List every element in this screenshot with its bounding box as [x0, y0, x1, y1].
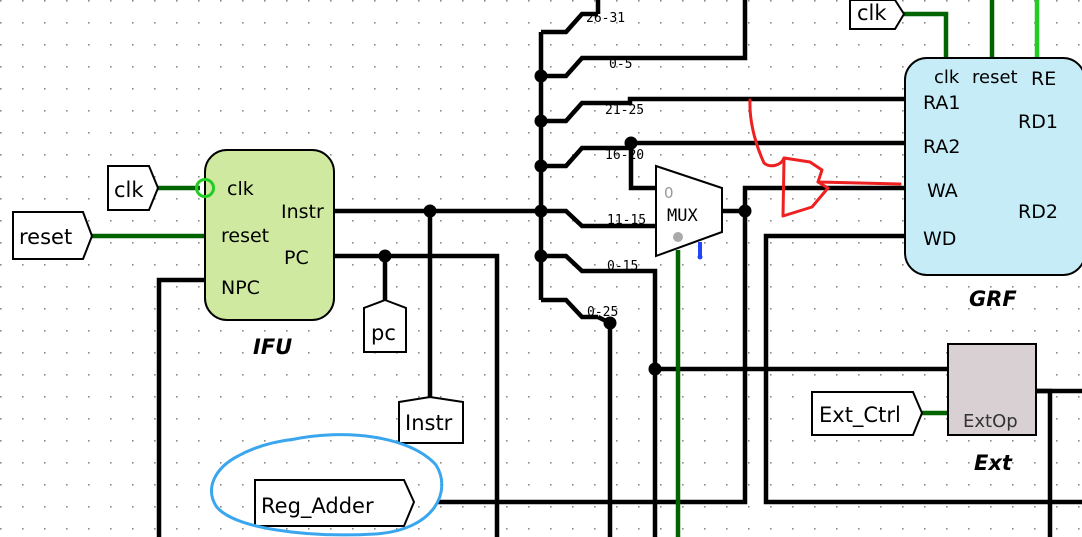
- mux-input-0-label: 0: [664, 184, 674, 202]
- grf-port-re: RE: [1031, 68, 1056, 90]
- grf-port-ra1: RA1: [923, 92, 961, 114]
- junctions: [378, 69, 752, 376]
- splitter-label: 11-15: [607, 213, 646, 228]
- splitter-label: 26-31: [586, 11, 625, 26]
- wd-wire: [763, 233, 1082, 505]
- probe-reg-adder[interactable]: Reg_Adder: [254, 479, 416, 527]
- probe-pc[interactable]: pc: [363, 298, 407, 353]
- grf-label: GRF: [969, 287, 1017, 311]
- mux-in0-wire: [628, 143, 656, 191]
- ifu-port-instr: Instr: [281, 201, 324, 223]
- pin-reset-label: reset: [19, 225, 72, 249]
- junction-dot: [378, 249, 392, 263]
- ext-out-down-wire: [1036, 388, 1053, 537]
- pin-clk-left[interactable]: clk: [107, 165, 160, 211]
- probe-instr[interactable]: Instr: [398, 395, 464, 444]
- junction-dot: [738, 204, 752, 218]
- wa-wire: [742, 185, 905, 211]
- red-box-annotation: [781, 158, 830, 218]
- ifu-component[interactable]: clk reset NPC Instr PC IFU: [195, 149, 335, 359]
- blue-annotation: [210, 433, 444, 537]
- splitter-labels: 26-31 0-5 21-25 16-20 11-15 0-15 0-25: [586, 11, 646, 320]
- grf-port-rd1: RD1: [1018, 111, 1058, 133]
- mux-component[interactable]: 0 MUX: [655, 164, 723, 260]
- reg-adder-wire: [438, 211, 748, 505]
- red-curve-annotation: [748, 98, 786, 168]
- ext-label: Ext: [974, 451, 1013, 475]
- red-arrow-annotation: [782, 156, 902, 186]
- mux-select-dot: [673, 232, 683, 242]
- grf-port-reset: reset: [972, 67, 1018, 88]
- mux-body[interactable]: [655, 164, 723, 258]
- junction-dot: [534, 204, 548, 218]
- junction-dot: [534, 159, 548, 173]
- input-pin-shape[interactable]: [107, 165, 160, 211]
- split-0-25-stub: [541, 297, 598, 320]
- red-annotation: [748, 98, 902, 218]
- junction-dot: [624, 136, 638, 150]
- ext-component[interactable]: ExtOp Ext: [947, 343, 1037, 475]
- mux-label: MUX: [667, 206, 698, 226]
- pin-clk-top[interactable]: clk: [849, 0, 906, 30]
- imm16-wire: [598, 268, 658, 537]
- pin-clk-left-label: clk: [114, 178, 144, 202]
- probe-reg-adder-label: Reg_Adder: [261, 494, 374, 519]
- junction-dot: [534, 69, 548, 83]
- probe-pc-label: pc: [371, 321, 396, 345]
- npc-wire: [156, 277, 208, 537]
- junction-dot: [603, 316, 617, 330]
- output-probe-shape[interactable]: [398, 395, 464, 444]
- ifu-body[interactable]: [204, 149, 335, 321]
- ifu-port-clk: clk: [227, 178, 254, 200]
- junction-dot: [423, 204, 437, 218]
- input-pin-shape[interactable]: [849, 0, 906, 30]
- wires: [92, 0, 1082, 537]
- junction-dot: [534, 114, 548, 128]
- ifu-port-npc: NPC: [221, 277, 260, 299]
- junction-dot: [648, 362, 662, 376]
- split-26-31-stub: [541, 11, 598, 35]
- grf-port-wd: WD: [923, 228, 956, 250]
- pin-ext-ctrl[interactable]: Ext_Ctrl: [811, 391, 924, 436]
- split-16-20-stub: [541, 145, 598, 169]
- split-0-5-stub: [541, 55, 598, 79]
- splitter-label: 0-15: [607, 259, 638, 274]
- grf-port-ra2: RA2: [923, 136, 961, 158]
- output-probe-shape[interactable]: [363, 298, 407, 353]
- grf-port-clk: clk: [934, 67, 960, 88]
- probe-instr-label: Instr: [405, 411, 453, 435]
- splitter-label: 21-25: [605, 103, 644, 118]
- ifu-label: IFU: [253, 335, 292, 359]
- junction-dot: [534, 249, 548, 263]
- ifu-port-reset: reset: [221, 225, 269, 247]
- clock-pin-icon: [195, 178, 215, 198]
- ext-body[interactable]: [947, 343, 1037, 436]
- grf-port-wa: WA: [927, 180, 958, 202]
- grf-port-rd2: RD2: [1018, 201, 1058, 223]
- splitter-label: 0-25: [587, 305, 618, 320]
- split-0-5-out: [598, 0, 748, 61]
- mux-enable-dot: [697, 254, 703, 260]
- ext-port-extop: ExtOp: [963, 411, 1018, 432]
- blue-circle-annotation: [210, 433, 444, 537]
- ifu-port-pc: PC: [284, 247, 309, 269]
- grf-body[interactable]: [904, 57, 1082, 276]
- split-21-25-stub: [541, 100, 598, 124]
- grf-clk-wire: [902, 11, 949, 58]
- input-pin-shape[interactable]: [12, 211, 94, 260]
- pin-clk-top-label: clk: [857, 1, 887, 25]
- ra1-wire: [598, 96, 905, 106]
- grf-component[interactable]: clk reset RE RA1 RA2 WA WD RD1 RD2 GRF: [904, 57, 1082, 311]
- pin-ext-ctrl-label: Ext_Ctrl: [819, 403, 901, 428]
- splitter-label: 16-20: [605, 148, 644, 163]
- split-11-15-stub: [541, 208, 598, 229]
- output-probe-shape[interactable]: [254, 479, 416, 527]
- split-0-15-stub: [541, 253, 598, 274]
- splitter-label: 0-5: [609, 57, 632, 72]
- input-pin-shape[interactable]: [811, 391, 924, 436]
- pin-reset[interactable]: reset: [12, 211, 94, 260]
